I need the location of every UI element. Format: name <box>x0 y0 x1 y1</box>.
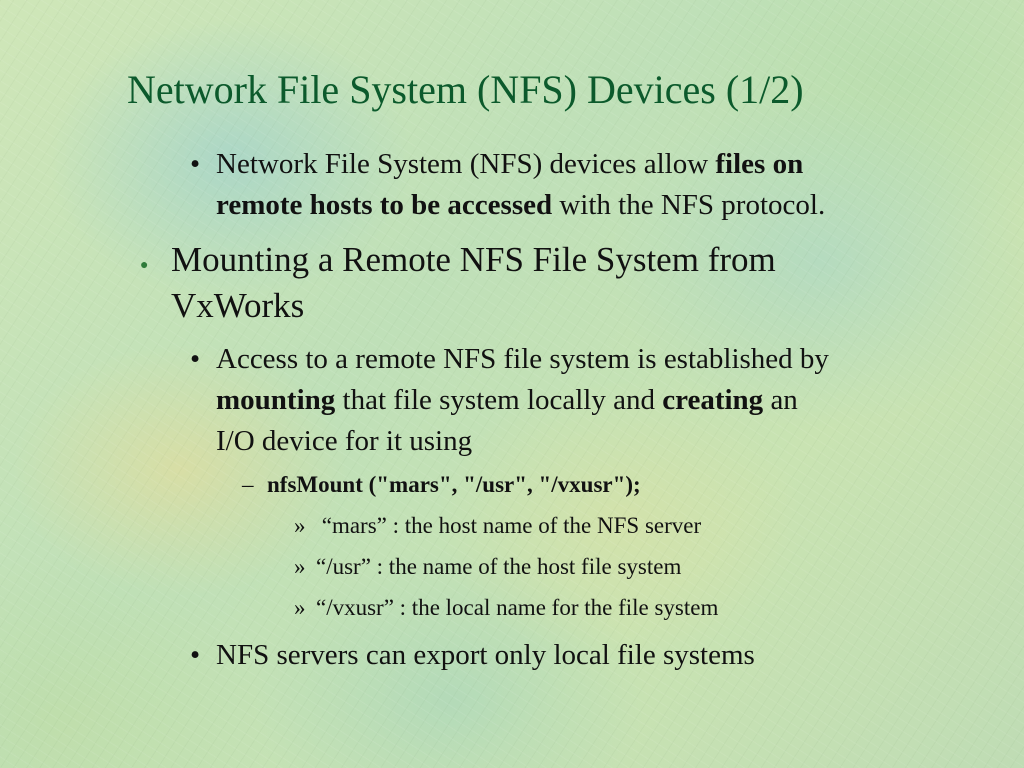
bullet-text: “mars” : the host name of the NFS server <box>316 513 702 538</box>
bold-text-run: mounting <box>216 384 336 416</box>
bullet-text: “/usr” : the name of the host file syste… <box>316 554 682 579</box>
bullet-text: “/vxusr” : the local name for the file s… <box>316 595 719 620</box>
bullet-text: NFS servers can export only local file s… <box>216 639 755 671</box>
bullet-marker: ● <box>140 258 149 273</box>
slide-title: Network File System (NFS) Devices (1/2) <box>127 67 804 112</box>
text-line: VxWorks <box>171 286 305 325</box>
bold-text-run: creating <box>662 384 764 416</box>
bullet-marker: – <box>242 472 254 497</box>
bullet-marker: • <box>190 148 201 180</box>
text-run: an <box>763 384 798 416</box>
text-run: with the NFS protocol. <box>552 189 826 221</box>
bold-text-run: files on <box>715 148 804 180</box>
text-run: Network File System (NFS) devices allow <box>216 148 716 180</box>
text-line: Mounting a Remote NFS File System from <box>171 240 776 279</box>
bullet-marker: » <box>294 513 306 538</box>
bullet-marker: » <box>294 595 306 620</box>
bullet-marker: » <box>294 554 306 579</box>
bullet-marker: • <box>190 343 201 375</box>
bullet-text: Network File System (NFS) devices allow … <box>216 144 825 226</box>
text-line: Access to a remote NFS file system is es… <box>216 343 829 375</box>
text-run: that file system locally and <box>335 384 663 416</box>
bullet-text: Access to a remote NFS file system is es… <box>216 339 829 462</box>
bullet-marker: • <box>190 639 201 671</box>
text-line: I/O device for it using <box>216 425 473 457</box>
bold-text-run: remote hosts to be accessed <box>216 189 553 221</box>
code-text: nfsMount ("mars", "/usr", "/vxusr"); <box>267 472 641 497</box>
bullet-text: Mounting a Remote NFS File System from V… <box>171 237 776 329</box>
